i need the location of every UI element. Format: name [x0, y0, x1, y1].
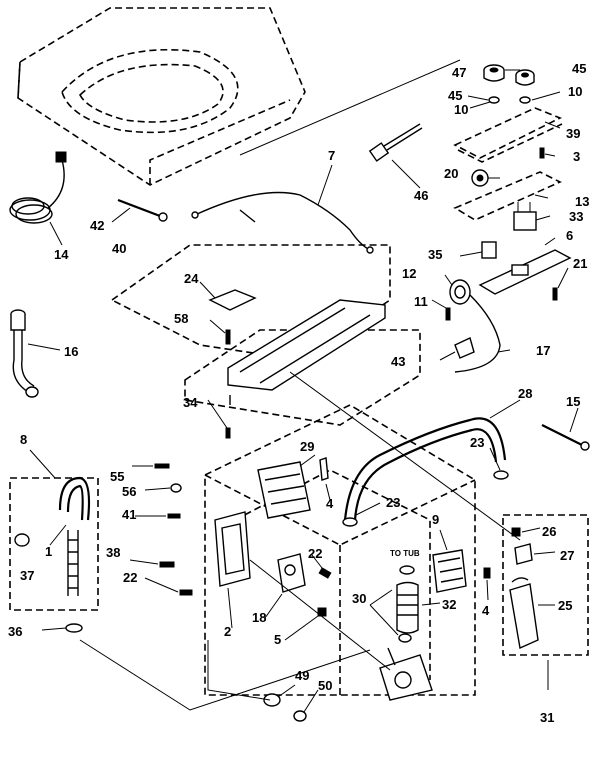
bottom-fasteners [79, 371, 521, 722]
part-46-connector [368, 123, 423, 189]
label-15: 15 [566, 394, 580, 409]
label-4-right: 4 [482, 603, 490, 618]
label-33: 33 [569, 209, 583, 224]
label-35: 35 [428, 247, 442, 262]
part-labels: 47 45 45 10 10 39 3 20 46 13 33 6 35 21 … [8, 61, 589, 725]
pump-assembly [369, 529, 491, 701]
part-14-power-cord [9, 151, 67, 246]
drain-hose-kit [9, 449, 99, 633]
label-3: 3 [573, 149, 580, 164]
to-tub-label: TO TUB [390, 549, 420, 558]
part-42-tie [111, 198, 168, 223]
label-9: 9 [432, 512, 439, 527]
label-12: 12 [402, 266, 416, 281]
label-31: 31 [540, 710, 554, 725]
label-22-right: 22 [308, 546, 322, 561]
label-38: 38 [106, 545, 120, 560]
label-56: 56 [122, 484, 136, 499]
label-45-left: 45 [448, 88, 462, 103]
label-29: 29 [300, 439, 314, 454]
console-housing [110, 244, 421, 439]
label-24: 24 [184, 271, 199, 286]
label-10-right: 10 [568, 84, 582, 99]
part-7-wire-harness [191, 164, 374, 254]
label-37: 37 [20, 568, 34, 583]
label-58: 58 [174, 311, 188, 326]
label-27: 27 [560, 548, 574, 563]
label-32: 32 [442, 597, 456, 612]
label-14: 14 [54, 247, 69, 262]
label-1: 1 [45, 544, 52, 559]
label-21: 21 [573, 256, 587, 271]
label-2: 2 [224, 624, 231, 639]
label-7: 7 [328, 148, 335, 163]
left-fasteners [129, 463, 193, 596]
label-18: 18 [252, 610, 266, 625]
dispenser-kit [502, 514, 589, 690]
label-4-center: 4 [326, 496, 334, 511]
label-50: 50 [318, 678, 332, 693]
label-8: 8 [20, 432, 27, 447]
label-13: 13 [575, 194, 589, 209]
label-20: 20 [444, 166, 458, 181]
label-30: 30 [352, 591, 366, 606]
label-42: 42 [90, 218, 104, 233]
label-36: 36 [8, 624, 22, 639]
label-17: 17 [536, 343, 550, 358]
label-28: 28 [518, 386, 532, 401]
console-bracket-assembly [431, 64, 572, 373]
label-45-right: 45 [572, 61, 586, 76]
label-23-right: 23 [470, 435, 484, 450]
label-5: 5 [274, 632, 281, 647]
label-23-left: 23 [386, 495, 400, 510]
label-41: 41 [122, 507, 136, 522]
label-55: 55 [110, 469, 124, 484]
label-16: 16 [64, 344, 78, 359]
label-10-left: 10 [454, 102, 468, 117]
label-40: 40 [112, 241, 126, 256]
part-28-tube [342, 399, 521, 527]
label-46: 46 [414, 188, 428, 203]
cabinet-frame [204, 404, 476, 696]
label-39: 39 [566, 126, 580, 141]
label-43: 43 [391, 354, 405, 369]
label-11: 11 [414, 294, 428, 309]
label-25: 25 [558, 598, 572, 613]
top-cover [17, 7, 461, 186]
label-47: 47 [452, 65, 466, 80]
part-16-hose [10, 309, 61, 398]
label-34: 34 [183, 395, 198, 410]
part-15-tie [541, 407, 590, 451]
cabinet-components [214, 454, 332, 641]
label-22-left: 22 [123, 570, 137, 585]
label-26: 26 [542, 524, 556, 539]
label-6: 6 [566, 228, 573, 243]
label-49: 49 [295, 668, 309, 683]
